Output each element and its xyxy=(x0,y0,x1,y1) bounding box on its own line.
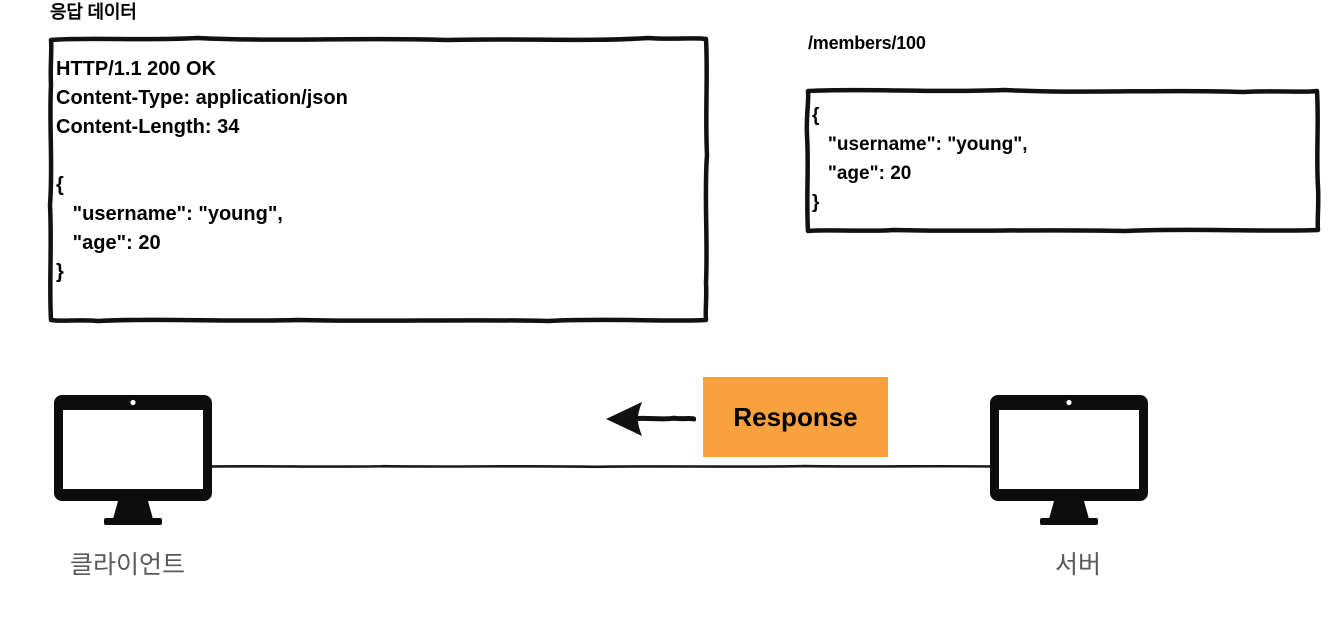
response-payload-text: { "username": "young", "age": 20 } xyxy=(812,105,1028,213)
monitor-glyph xyxy=(990,395,1148,525)
monitor-icon-client xyxy=(52,393,227,528)
response-payload-box: { "username": "young", "age": 20 } xyxy=(804,87,1321,234)
response-data-title: 응답 데이터 xyxy=(50,2,137,22)
server-label: 서버 xyxy=(1055,551,1102,579)
monitor-icon-server xyxy=(988,393,1163,528)
arrow-left-glyph xyxy=(606,402,697,436)
endpoint-path-label: /members/100 xyxy=(808,33,926,53)
arrow-left-icon xyxy=(604,398,697,440)
response-data-box: HTTP/1.1 200 OK Content-Type: applicatio… xyxy=(47,35,710,324)
link-line-icon xyxy=(203,464,1007,469)
monitor-glyph xyxy=(54,395,212,525)
response-data-text: HTTP/1.1 200 OK Content-Type: applicatio… xyxy=(56,58,348,283)
client-server-link xyxy=(203,455,1007,477)
response-badge: Response xyxy=(703,377,888,457)
response-badge-label: Response xyxy=(733,401,858,432)
client-label: 클라이언트 xyxy=(70,551,186,579)
